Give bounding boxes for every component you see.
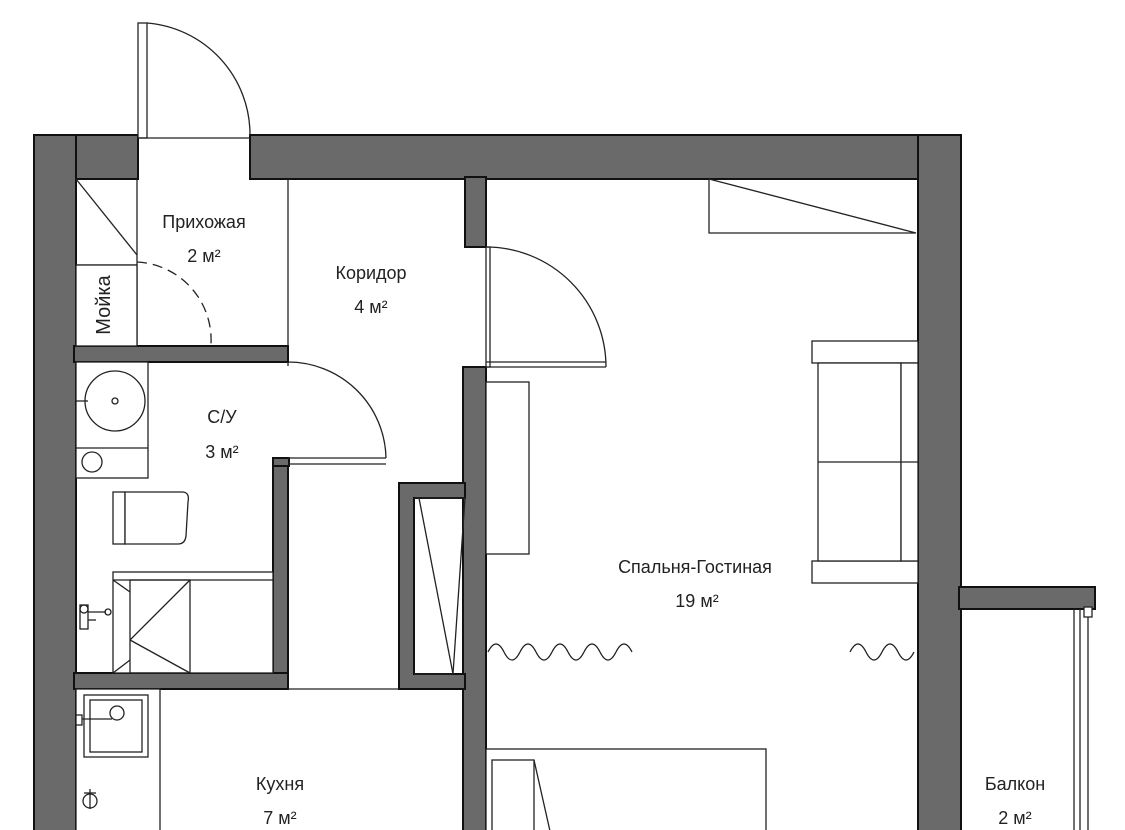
corridor-room: Коридор 4 м² — [288, 263, 407, 690]
bathroom-door[interactable] — [287, 361, 387, 465]
bed — [485, 748, 767, 830]
kitchen-area: 7 м² — [263, 808, 296, 828]
hallway-swing-arc — [136, 261, 212, 345]
wall-stub-top — [464, 176, 487, 248]
closet — [414, 497, 466, 675]
balcony-area: 2 м² — [998, 808, 1031, 828]
curtain-left — [487, 643, 633, 661]
wall-bath-right — [272, 457, 289, 689]
living-door-leaf — [485, 246, 491, 368]
wall-top-right — [249, 134, 962, 180]
tv-unit — [485, 381, 530, 555]
balcony-room: Балкон 2 м² — [985, 606, 1093, 830]
wall-center — [462, 366, 487, 830]
living-room: Спальня-Гостиная 19 м² — [485, 178, 919, 830]
bathroom-door-swing — [287, 361, 387, 459]
wall-balcony-top — [958, 586, 1096, 610]
washbasin-counter — [75, 361, 149, 479]
kitchen-room: Кухня 7 м² — [75, 688, 304, 830]
entrance-door[interactable] — [137, 22, 251, 139]
bathroom-name: С/У — [207, 407, 237, 427]
living-area: 19 м² — [675, 591, 718, 611]
curtain-right — [849, 643, 915, 661]
toilet-bowl — [124, 491, 190, 545]
shower-mixer — [79, 604, 89, 630]
kitchen-tap — [75, 714, 83, 726]
sink-niche-label: Мойка — [93, 274, 115, 334]
shower-tray — [112, 571, 274, 674]
wall-bath-top — [73, 345, 289, 363]
kitchen-sink — [83, 694, 149, 758]
corridor-name: Коридор — [335, 263, 406, 283]
entrance-door-leaf — [137, 22, 148, 139]
desk — [708, 178, 917, 234]
living-door[interactable] — [485, 246, 607, 368]
entrance-door-swing — [146, 22, 251, 136]
hallway-room: Мойка Прихожая 2 м² — [75, 178, 289, 347]
wall-bath-bottom — [73, 672, 289, 690]
washbasin-drain — [81, 451, 103, 473]
hallway-name: Прихожая — [162, 212, 245, 232]
wall-left — [33, 134, 77, 830]
sofa — [811, 340, 919, 584]
wall-closet — [398, 482, 466, 690]
wall-right — [917, 134, 962, 830]
corridor-area: 4 м² — [354, 297, 387, 317]
living-name: Спальня-Гостиная — [618, 557, 772, 577]
walls — [33, 134, 1096, 830]
toilet-tank — [112, 491, 126, 545]
wall-bath-right-cap — [272, 457, 290, 467]
bathroom-room: С/У 3 м² — [75, 361, 274, 674]
bathroom-area: 3 м² — [205, 442, 238, 462]
sink-niche — [75, 264, 138, 347]
kitchen-name: Кухня — [256, 774, 304, 794]
balcony-name: Балкон — [985, 774, 1045, 794]
hallway-area: 2 м² — [187, 246, 220, 266]
living-door-swing — [485, 246, 607, 368]
closet-door — [414, 497, 466, 675]
